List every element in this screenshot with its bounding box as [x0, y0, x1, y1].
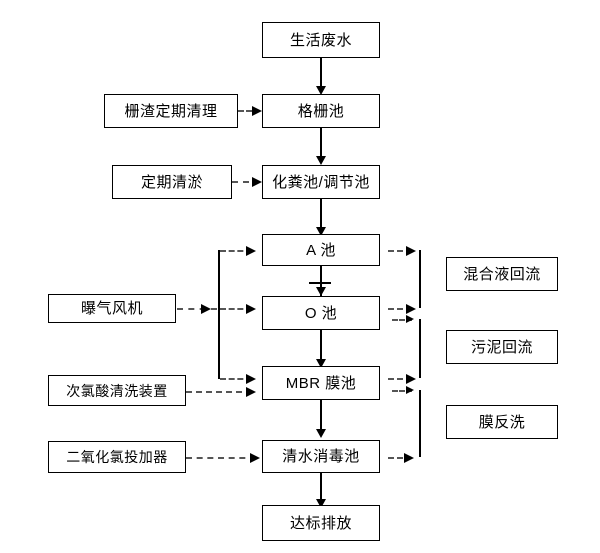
edge-disinfection-to-backwash-line [388, 457, 412, 459]
edge-desilting-to-septic-arrow [252, 177, 262, 187]
edge-influent-to-grille-arrow [316, 86, 326, 95]
edge-blower-to-mbr-arrow [246, 374, 256, 384]
node-aeration-blower[interactable]: 曝气风机 [48, 294, 176, 323]
node-o-tank[interactable]: O 池 [262, 296, 380, 330]
node-hypochlorous-cleaning-device[interactable]: 次氯酸清洗装置 [48, 375, 186, 406]
node-discharge-label: 达标排放 [289, 514, 352, 532]
edge-o-to-mbr-arrow [316, 359, 326, 368]
edge-a-to-mixed-return-arrow [406, 246, 416, 256]
edge-mbr-to-sludge-return-arrow [406, 374, 416, 384]
edge-o-to-mbr-line [320, 330, 322, 364]
aeration-manifold-trunk [218, 250, 220, 379]
edge-hypochlorous-to-mbr-arrow [246, 387, 256, 397]
sludge-return-trunk [419, 319, 421, 378]
edge-o-to-mixed-return-line [388, 308, 412, 310]
mixed-liquor-return-trunk [419, 250, 421, 308]
node-a-tank-label: A 池 [306, 241, 336, 259]
edge-o-to-sludge-return-arrow [406, 315, 414, 323]
node-o-tank-label: O 池 [304, 304, 338, 322]
edge-blower-to-trunk-arrow [201, 304, 211, 314]
node-sludge-return[interactable]: 污泥回流 [446, 330, 558, 364]
edge-blower-to-trunk-line [177, 308, 217, 310]
node-influent-label: 生活废水 [289, 31, 352, 49]
node-septic-regulating-tank[interactable]: 化粪池/调节池 [262, 165, 380, 199]
edge-disinfection-to-discharge-line [320, 473, 322, 505]
edge-grit-to-grille-line [238, 110, 260, 112]
node-mixed-liquor-return-label: 混合液回流 [463, 265, 541, 283]
edge-disinfection-to-discharge-arrow [316, 499, 326, 508]
edge-mbr-to-backwash-line [392, 390, 412, 392]
edge-a-to-o-arrow [316, 287, 326, 296]
edge-doser-to-disinfection-arrow [250, 453, 260, 463]
edge-blower-to-a-line [220, 250, 252, 252]
edge-mbr-to-backwash-arrow [406, 386, 414, 394]
node-grille-tank[interactable]: 格栅池 [262, 94, 380, 128]
node-discharge[interactable]: 达标排放 [262, 505, 380, 541]
edge-disinfection-to-backwash-arrow [404, 453, 414, 463]
node-chlorine-dioxide-doser-label: 二氧化氯投加器 [66, 449, 168, 465]
node-desilting-label: 定期清淤 [140, 173, 203, 191]
node-hypochlorous-cleaning-device-label: 次氯酸清洗装置 [66, 382, 168, 399]
node-influent[interactable]: 生活废水 [262, 22, 380, 58]
edge-influent-to-grille-line [320, 58, 322, 92]
edge-grit-to-grille-arrow [252, 106, 262, 116]
node-disinfection-tank[interactable]: 清水消毒池 [262, 440, 380, 473]
membrane-backwash-trunk [419, 390, 421, 457]
edge-mbr-to-disinfection-line [320, 400, 322, 434]
node-sludge-return-label: 污泥回流 [470, 338, 533, 356]
node-aeration-blower-label: 曝气风机 [80, 300, 143, 317]
edge-grille-to-septic-arrow [316, 156, 326, 165]
edge-septic-to-a-line [320, 199, 322, 237]
node-grit-cleaning[interactable]: 栅渣定期清理 [104, 94, 238, 128]
edge-mbr-to-sludge-return-line [388, 378, 412, 380]
edge-mbr-to-disinfection-arrow [316, 429, 326, 438]
node-mbr-tank-label: MBR 膜池 [285, 374, 357, 392]
node-grit-cleaning-label: 栅渣定期清理 [124, 102, 218, 120]
edge-septic-to-a-arrow [316, 227, 326, 236]
edge-a-to-o-line [320, 266, 322, 296]
edge-blower-to-a-arrow [246, 246, 256, 256]
edge-a-to-o-tee [309, 282, 331, 284]
node-disinfection-tank-label: 清水消毒池 [282, 448, 360, 465]
edge-desilting-to-septic-line [232, 181, 260, 183]
edge-hypochlorous-to-mbr-line [186, 391, 252, 393]
node-grille-tank-label: 格栅池 [297, 102, 345, 120]
edge-blower-to-mbr-line [220, 378, 252, 380]
node-chlorine-dioxide-doser[interactable]: 二氧化氯投加器 [48, 441, 186, 473]
node-a-tank[interactable]: A 池 [262, 234, 380, 266]
edge-doser-to-disinfection-line [186, 457, 256, 459]
node-desilting[interactable]: 定期清淤 [112, 165, 232, 199]
node-mbr-tank[interactable]: MBR 膜池 [262, 366, 380, 400]
edge-grille-to-septic-line [320, 128, 322, 162]
edge-o-to-sludge-return-line [392, 319, 412, 321]
edge-o-to-mixed-return-arrow [406, 304, 416, 314]
node-septic-regulating-tank-label: 化粪池/调节池 [272, 173, 370, 191]
node-mixed-liquor-return[interactable]: 混合液回流 [446, 257, 558, 291]
edge-blower-to-o-arrow [246, 304, 256, 314]
edge-a-to-mixed-return-line [388, 250, 412, 252]
edge-blower-to-o-line [220, 308, 252, 310]
node-membrane-backwash[interactable]: 膜反洗 [446, 405, 558, 439]
node-membrane-backwash-label: 膜反洗 [478, 413, 526, 431]
